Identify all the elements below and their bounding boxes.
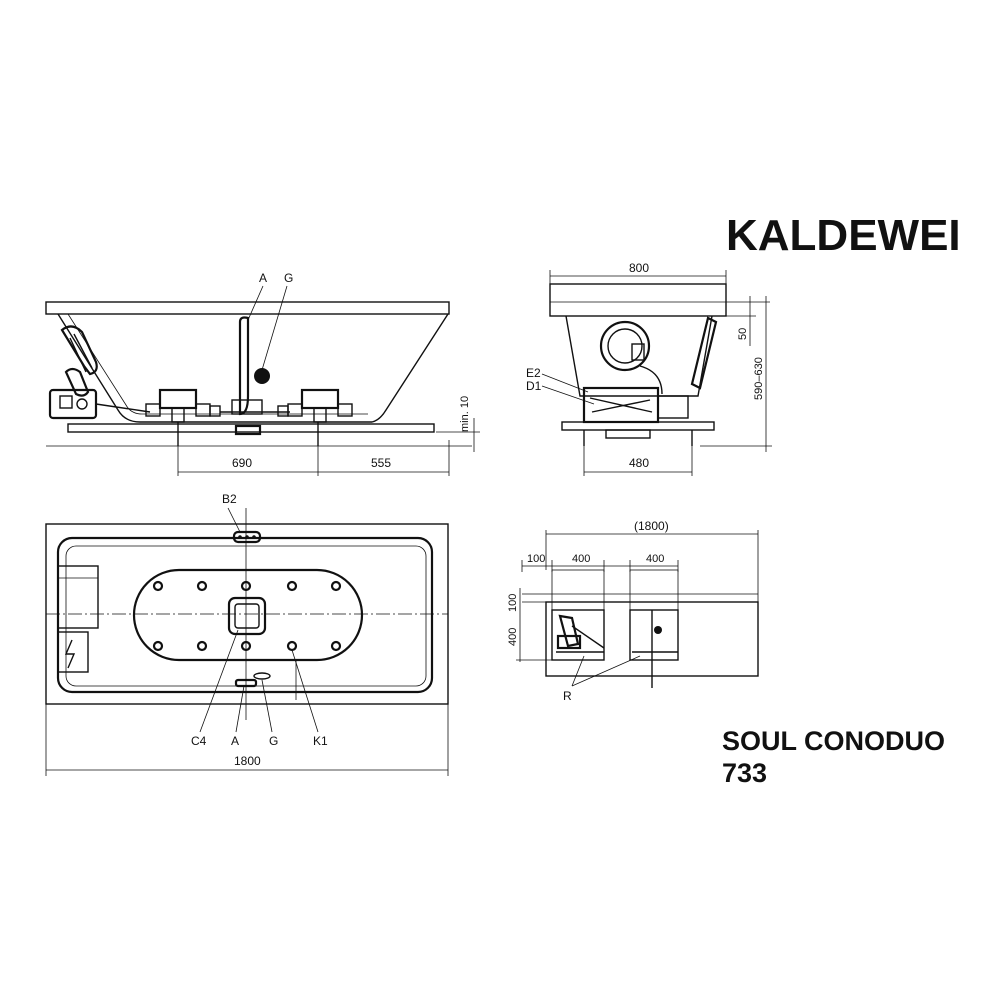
side-dim-690: 690: [232, 456, 252, 470]
install-leader-r1: [571, 655, 585, 687]
jet: [152, 640, 164, 652]
side-headrest: [60, 325, 98, 376]
end-label-d1: D1: [526, 379, 542, 393]
top-leader-g: [261, 679, 273, 733]
top-electric-icon: [64, 639, 76, 669]
end-pump-diag: [589, 397, 653, 413]
top-label-g: G: [269, 734, 278, 748]
install-headrest: [558, 614, 580, 648]
side-view: A G 690 555 min. 10: [45, 271, 480, 476]
end-label-e2: E2: [526, 366, 541, 380]
top-inner-basin: [56, 536, 434, 694]
install-dim-100v: 100: [507, 594, 519, 612]
end-valve: [631, 343, 645, 361]
side-label-g: G: [284, 271, 293, 285]
end-dim-800: 800: [629, 261, 649, 275]
side-label-a: A: [259, 271, 267, 285]
top-leader-a: [235, 685, 245, 733]
jet: [286, 580, 298, 592]
top-control-b2: [232, 530, 262, 544]
top-center-drain: [227, 596, 267, 636]
side-leader-a: [247, 285, 264, 321]
install-dim-1800: (1800): [634, 519, 669, 533]
side-overflow-pipe: [238, 316, 250, 416]
side-rim: [45, 301, 450, 315]
install-dim-100a: 100: [527, 553, 545, 565]
top-label-b2: B2: [222, 492, 237, 506]
brand-logo: KALDEWEI: [726, 211, 961, 260]
end-pipe-loop-inner: [607, 328, 643, 364]
jet: [330, 640, 342, 652]
end-control-box: [657, 395, 689, 419]
install-label-r: R: [563, 689, 572, 703]
top-leader-k1: [291, 649, 319, 733]
side-pipe-left: [95, 403, 151, 413]
end-dim-590: 590–630: [753, 357, 765, 400]
jet: [286, 640, 298, 652]
install-column-right: [629, 569, 679, 661]
end-leader-d1: [541, 385, 595, 405]
install-column-left: [551, 569, 605, 661]
side-tub-body: [57, 313, 449, 423]
top-overflow-g: [253, 672, 271, 680]
side-dim-555: 555: [371, 456, 391, 470]
install-leader-r2: [571, 655, 641, 687]
product-number: 733: [722, 758, 767, 788]
side-floor-plate: [67, 423, 435, 433]
jet: [330, 580, 342, 592]
side-pump-knob: [76, 398, 88, 410]
top-electric-panel: [57, 631, 89, 673]
side-leader-g: [261, 285, 288, 371]
end-dim-480: 480: [629, 456, 649, 470]
install-pipe-left: [571, 625, 605, 649]
end-base-frame: [561, 421, 715, 431]
end-pump-diag2: [591, 399, 651, 413]
side-pump-unit: [48, 388, 98, 420]
side-drain-outlet: [234, 424, 262, 436]
end-pipe-loop-outer: [599, 320, 651, 372]
install-view: R (1800) 100 400 400 100 400: [507, 519, 759, 703]
end-rim: [549, 283, 727, 317]
install-g-marker: [654, 626, 662, 634]
side-drain-body: [231, 399, 263, 415]
top-headrest: [57, 565, 99, 629]
top-center-drain-inner: [234, 603, 260, 629]
top-view: B2 C4 A G K1 1800: [45, 492, 449, 776]
top-leader-c4: [199, 629, 239, 733]
side-valve-group-left: [145, 388, 221, 446]
side-g-marker: [254, 368, 270, 384]
jet: [152, 580, 164, 592]
side-valve-group-right: [277, 388, 353, 446]
top-leader-b2: [227, 507, 241, 533]
install-pump: [556, 634, 582, 650]
install-dim-400v: 400: [507, 628, 519, 646]
side-motor-arm: [64, 367, 90, 397]
end-drain: [605, 429, 651, 439]
product-name: SOUL CONODUO: [722, 726, 945, 756]
jet: [196, 640, 208, 652]
side-dim-min10: min. 10: [459, 396, 471, 432]
top-dim-1800: 1800: [234, 754, 261, 768]
install-dim-400a: 400: [572, 553, 590, 565]
side-headrest-detail: [69, 333, 93, 373]
top-label-a: A: [231, 734, 239, 748]
side-tub-inner: [67, 313, 368, 415]
end-headrest: [690, 316, 718, 390]
top-jet-area: [132, 568, 364, 662]
top-label-c4: C4: [191, 734, 207, 748]
end-view: E2 D1 800 480 50 590–630: [526, 261, 772, 476]
end-tub-body: [565, 315, 713, 397]
top-label-k1: K1: [313, 734, 328, 748]
install-dim-400b: 400: [646, 553, 664, 565]
jet: [196, 580, 208, 592]
end-dim-50: 50: [737, 328, 749, 340]
side-pump-detail: [59, 395, 73, 409]
top-jets: [152, 580, 342, 652]
end-leader-e2: [541, 373, 589, 393]
end-pipe-bend: [639, 365, 663, 395]
